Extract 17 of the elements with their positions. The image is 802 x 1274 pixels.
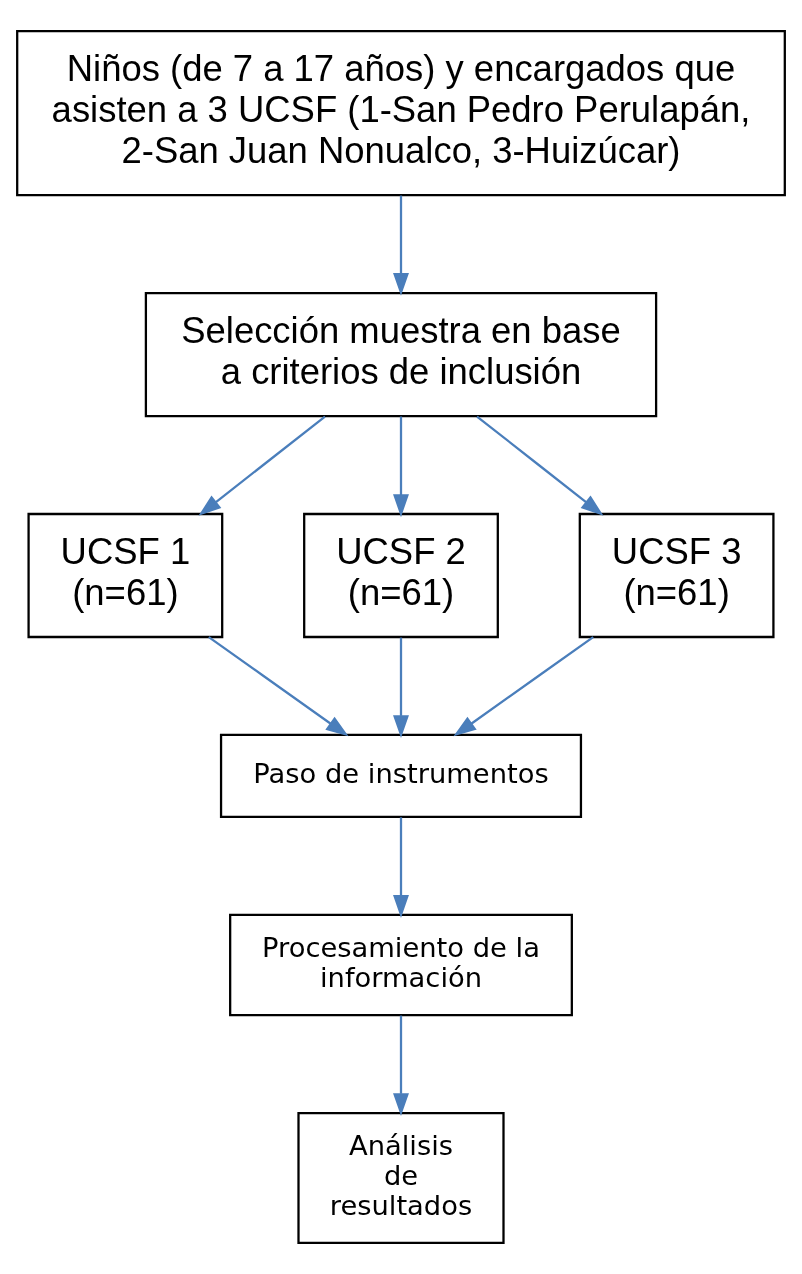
arrow <box>393 416 409 518</box>
arrow <box>208 636 349 737</box>
node-box: Paso de instrumentos <box>219 733 583 819</box>
node-box: UCSF 1 (n=61) <box>27 512 224 639</box>
arrow <box>453 636 594 737</box>
arrow <box>393 195 409 296</box>
arrow <box>393 637 409 739</box>
node-box: Análisis de resultados <box>297 1111 505 1245</box>
node-box: Niños (de 7 a 17 años) y encargados que asisten a 3 UCSF (1-San Pedro Perulapán, 2-San Juan Nonualco, 3-Huizúcar) <box>16 29 786 197</box>
arrow <box>476 415 604 516</box>
node-box: Procesamiento de la información <box>229 913 573 1017</box>
arrow <box>393 1015 409 1117</box>
node-box: UCSF 2 (n=61) <box>303 512 499 639</box>
arrow <box>393 817 409 918</box>
node-box: Selección muestra en base a criterios de inclusión <box>144 291 658 418</box>
node-box: UCSF 3 (n=61) <box>578 512 775 639</box>
arrow <box>198 415 326 516</box>
